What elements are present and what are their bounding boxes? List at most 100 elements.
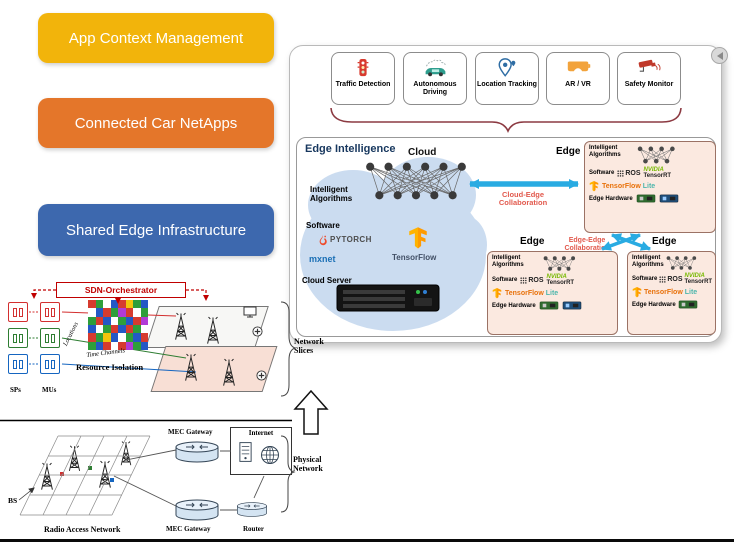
mxnet-logo: mxnet: [309, 254, 336, 264]
app-label: Autonomous Driving: [413, 81, 457, 97]
router-icon: [236, 498, 268, 521]
app-autonomous-driving: Autonomous Driving: [403, 52, 467, 105]
ros-logo: ROS: [520, 277, 544, 284]
app-safety-monitor: Safety Monitor: [617, 52, 681, 105]
algorithms-label: Intelligent Algorithms: [492, 255, 524, 268]
radio-tower-icon: [38, 460, 56, 494]
mu-box-red: [40, 302, 60, 322]
pytorch-logo: PYTORCH: [318, 234, 372, 246]
ros-icon: [520, 277, 527, 284]
tensorflow-lite-logo: TensorFlow Lite: [602, 183, 656, 190]
edge-hardware-board-icon: [659, 194, 679, 203]
radio-tower-icon: [118, 440, 134, 468]
edge-hardware-board-icon: [539, 301, 559, 310]
up-arrow: [293, 389, 329, 435]
app-location-tracking: Location Tracking: [475, 52, 539, 105]
radio-tower-icon: [204, 316, 222, 346]
mec-gateway-bottom-label: MEC Gateway: [166, 525, 211, 533]
edge-hardware-board-icon: [562, 301, 582, 310]
server-icon: [238, 441, 253, 463]
cctv-camera-icon: [637, 58, 661, 77]
cloud-server-rack-icon: [336, 283, 440, 313]
edge-hardware-board-icon: [678, 300, 698, 309]
neural-network-icon: [532, 255, 588, 272]
ros-icon: [659, 276, 666, 283]
app-traffic-detection: Traffic Detection: [331, 52, 395, 105]
edge-node-box: Intelligent Algorithms Software ROS NVID…: [487, 251, 618, 335]
ue-dot-red: [60, 472, 64, 476]
resource-isolation-label: Resource Isolation: [76, 362, 144, 372]
tensorflow-icon: [632, 287, 642, 298]
edge-edge-collab-label: Edge-Edge Collaboration: [564, 237, 610, 252]
edge-label-top: Edge: [556, 146, 581, 157]
physical-network-label: Physical Network: [293, 455, 323, 473]
traffic-light-icon: [354, 57, 372, 79]
app-label: Location Tracking: [477, 81, 537, 88]
radio-access-network-label: Radio Access Network: [44, 525, 121, 534]
service-monitor-icon: [243, 306, 257, 318]
edge-node-box: Intelligent Algorithms Software ROS NVID…: [584, 141, 716, 233]
cloud-label: Cloud: [408, 147, 437, 158]
app-label: AR / VR: [565, 81, 591, 88]
radio-tower-icon: [96, 458, 114, 492]
mec-gateway-router-icon: [174, 497, 220, 523]
software-label: Software: [492, 277, 518, 283]
service-cross-icon: [252, 326, 263, 337]
tensorflow-icon: [589, 181, 599, 192]
internet-box: Internet: [230, 427, 292, 475]
sdn-orchestrator-box: SDN-Orchestrator: [56, 282, 186, 298]
app-label: Traffic Detection: [335, 81, 391, 88]
hardware-label: Edge Hardware: [589, 195, 633, 202]
cloud-software-label: Software: [306, 221, 340, 230]
router-label: Router: [243, 525, 264, 533]
mec-gateway-top-label: MEC Gateway: [168, 428, 213, 436]
card-label: Shared Edge Infrastructure: [65, 221, 247, 239]
mec-gateway-router-icon: [174, 439, 220, 465]
ue-dot-blue: [110, 478, 114, 482]
hardware-label: Edge Hardware: [492, 302, 536, 309]
edge-label-middle: Edge: [520, 236, 545, 247]
tensorflow-lite-logo: TensorFlow Lite: [505, 290, 559, 297]
radio-tower-icon: [66, 444, 83, 474]
neural-network-icon: [360, 158, 472, 204]
pytorch-flame-icon: [318, 234, 328, 246]
card-label: App Context Management: [68, 29, 244, 47]
app-label: Safety Monitor: [624, 81, 674, 88]
tensorflow-logo-text: TensorFlow: [392, 253, 437, 262]
mu-box-green: [40, 328, 60, 348]
radio-tower-icon: [172, 312, 190, 342]
network-slices-label: Network Slices: [294, 337, 324, 355]
tensorflow-icon: [492, 288, 502, 299]
radio-tower-icon: [182, 352, 200, 384]
sp-box-red: [8, 302, 28, 322]
internet-label: Internet: [248, 429, 274, 437]
algorithms-label: Intelligent Algorithms: [632, 255, 664, 268]
back-arrow-icon[interactable]: [711, 47, 728, 64]
hardware-label: Edge Hardware: [632, 301, 676, 308]
radio-tower-icon: [220, 358, 238, 388]
edge-intelligence-title: Edge Intelligence: [305, 143, 396, 155]
sp-box-green: [8, 328, 28, 348]
card-connected-car-netapps: Connected Car NetApps: [38, 98, 274, 148]
edge-hardware-board-icon: [636, 194, 656, 203]
vr-headset-icon: [565, 60, 591, 75]
bs-arrow: [18, 487, 35, 501]
mu-box-blue: [40, 354, 60, 374]
card-label: Connected Car NetApps: [74, 114, 238, 132]
ros-icon: [617, 170, 624, 177]
card-shared-edge-infrastructure: Shared Edge Infrastructure: [38, 204, 274, 256]
cloud-algorithms-label: Intelligent Algorithms: [310, 185, 353, 203]
card-app-context-management: App Context Management: [38, 13, 274, 63]
location-pin-icon: [497, 57, 517, 79]
edge-node-box: Intelligent Algorithms Software ROS NVID…: [627, 251, 716, 335]
edge-label-right: Edge: [652, 236, 677, 247]
neural-network-icon: [629, 145, 685, 165]
software-label: Software: [632, 276, 658, 282]
software-label: Software: [589, 170, 615, 176]
app-ar-vr: AR / VR: [546, 52, 610, 105]
globe-icon: [260, 445, 280, 465]
ros-logo: ROS: [659, 276, 683, 283]
